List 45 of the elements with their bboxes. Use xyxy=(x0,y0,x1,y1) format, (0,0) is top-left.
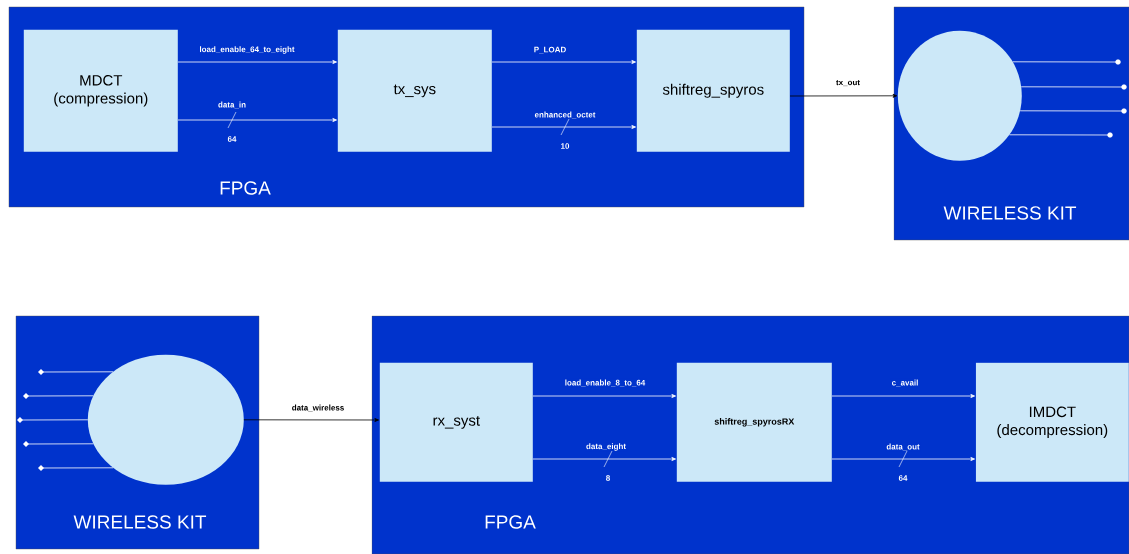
arrow xyxy=(177,60,337,64)
arrow xyxy=(491,60,636,64)
bus-width-label: 64 xyxy=(898,475,908,481)
pin-line xyxy=(38,465,114,471)
edge-label: load_enable_64_to_eight xyxy=(198,45,296,55)
pin-line xyxy=(1009,132,1113,138)
edge-label: tx_out xyxy=(835,78,861,88)
module-box: rx_syst xyxy=(379,362,533,482)
pin-line xyxy=(23,441,94,447)
pin-line xyxy=(1012,59,1121,65)
edge-label: c_avail xyxy=(890,378,920,388)
edge-label: data_in xyxy=(217,100,247,110)
arrow xyxy=(243,418,379,422)
panel-title: WIRELESS KIT xyxy=(943,206,1077,220)
module-ellipse xyxy=(87,354,244,485)
pin-line xyxy=(38,369,114,375)
module-box: shiftreg_spyrosRX xyxy=(676,362,832,482)
module-ellipse xyxy=(897,30,1022,161)
module-box: tx_sys xyxy=(337,29,492,152)
pin-line xyxy=(1020,84,1127,90)
panel-title: FPGA xyxy=(485,515,536,529)
edge-label: data_eight xyxy=(585,442,627,452)
arrow xyxy=(177,118,337,122)
edge-label: load_enable_8_to_64 xyxy=(563,378,647,388)
module-box: shiftreg_spyros xyxy=(636,29,790,152)
arrow xyxy=(491,125,636,129)
pin-line xyxy=(17,417,89,423)
arrow xyxy=(831,457,975,461)
edge-label: P_LOAD xyxy=(532,45,568,55)
module-box: MDCT (compression) xyxy=(23,29,178,152)
edge-label: enhanced_octet xyxy=(533,110,597,120)
edge-label: data_out xyxy=(885,442,921,452)
panel-title: FPGA xyxy=(220,181,271,195)
bus-width-label: 10 xyxy=(561,143,570,149)
arrow xyxy=(789,93,898,98)
arrow xyxy=(831,394,975,398)
edge-label: data_wireless xyxy=(290,403,346,413)
pin-line xyxy=(23,393,94,399)
pin-line xyxy=(1019,108,1127,114)
arrow xyxy=(532,394,676,398)
bus-width-label: 64 xyxy=(227,136,237,142)
panel-title: WIRELESS KIT xyxy=(73,515,207,529)
bus-width-label: 8 xyxy=(606,475,610,481)
arrow xyxy=(532,457,676,461)
module-box: IMDCT (decompression) xyxy=(975,362,1129,482)
